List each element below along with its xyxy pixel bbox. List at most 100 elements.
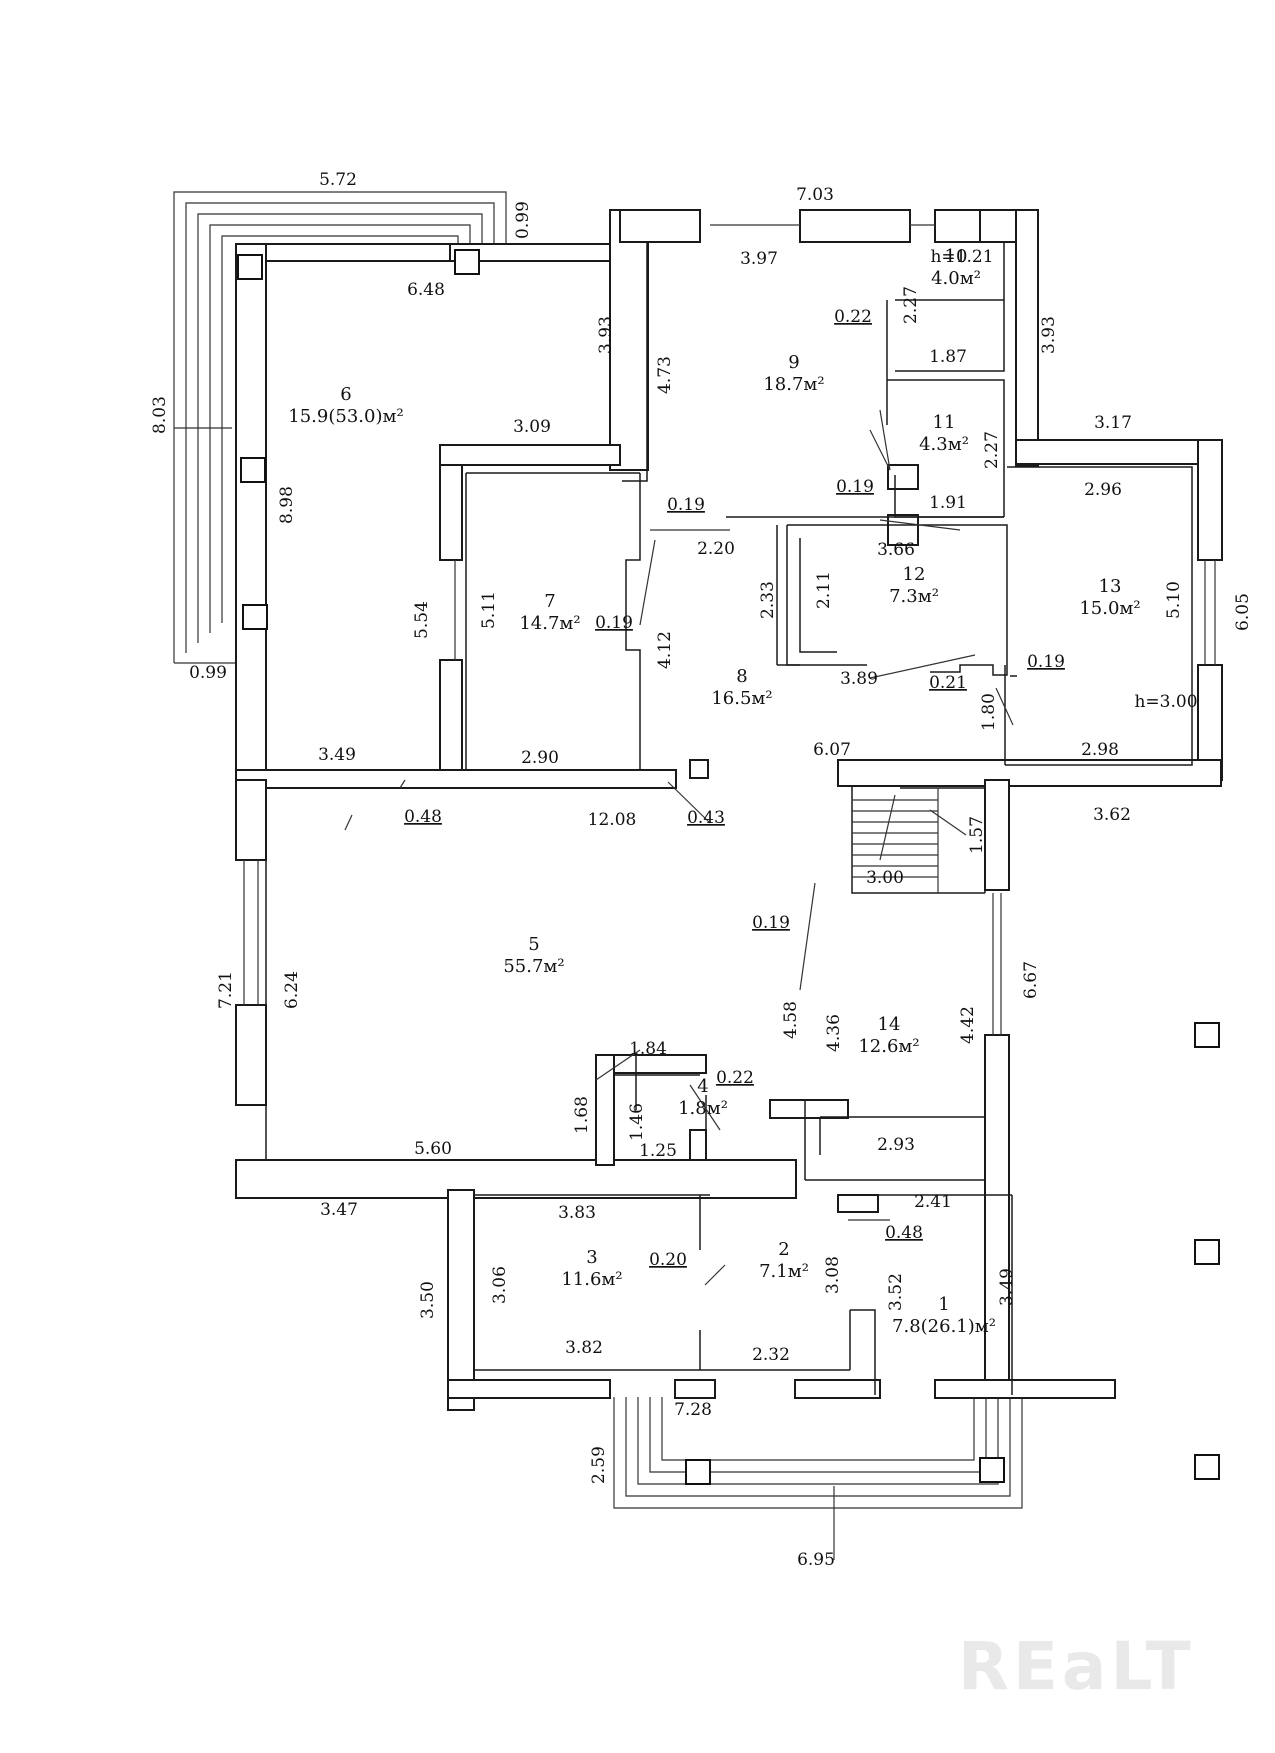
dimension-label: 3.66 [877,540,915,560]
dimension-label: 1.68 [572,1096,592,1134]
dimension-label: 6.95 [797,1550,835,1570]
room-label-11: 114.3м² [919,412,969,455]
dimension-label: 6.48 [407,280,445,300]
dimension-label: 3.47 [320,1200,358,1220]
room-number-1: 1 [938,1294,949,1315]
room-label-4: 41.8м² [678,1076,728,1119]
dimension-label: 0.20 [649,1250,687,1270]
dimension-label: 6.24 [282,971,302,1009]
dimension-label: 0.19 [595,613,633,633]
room-number-14: 14 [878,1014,901,1035]
dimension-label: 3.93 [1039,316,1059,354]
dimension-label: 2.93 [877,1135,915,1155]
dimension-label: 0.19 [836,477,874,497]
dimension-label: 5.60 [414,1139,452,1159]
room-number-9: 9 [788,352,799,373]
dimension-label: 12.08 [588,810,637,830]
dimension-label: 1.91 [929,493,967,513]
dimension-label: 3.50 [418,1281,438,1319]
room-number-7: 7 [544,591,555,612]
room-area-5: 55.7м² [503,956,564,977]
dimension-label: 2.27 [901,286,921,324]
room-labels: 17.8(26.1)м²27.1м²311.6м²41.8м²555.7м²61… [288,246,1197,1337]
dimension-label: 2.20 [697,539,735,559]
dimension-label: 0.48 [885,1223,923,1243]
dimension-label: 4.73 [655,356,675,394]
room-area-12: 7.3м² [889,586,939,607]
dimension-label: 2.33 [758,581,778,619]
dimension-label: 2.90 [521,748,559,768]
dimension-label: 4.12 [655,631,675,669]
room-area-14: 12.6м² [858,1036,919,1057]
dimension-label: 3.06 [490,1266,510,1304]
room-number-11: 11 [933,412,956,433]
dimension-label: 1.87 [929,347,967,367]
room-area-11: 4.3м² [919,434,969,455]
dimension-label: 0.19 [752,913,790,933]
room-area-4: 1.8м² [678,1098,728,1119]
room-area-8: 16.5м² [711,688,772,709]
dimension-label: 0.19 [1027,652,1065,672]
room-number-2: 2 [778,1239,789,1260]
dimension-label: 3.00 [866,868,904,888]
dimension-label: 4.36 [824,1014,844,1052]
room-area-9: 18.7м² [763,374,824,395]
ceiling-height-label: h=1.21 [930,247,993,267]
dimension-label: 0.48 [404,807,442,827]
dimension-label: 3.82 [565,1338,603,1358]
walls [235,209,1223,1411]
realt-watermark-logo: REaLT [958,1628,1195,1705]
dimension-label: 3.17 [1094,413,1132,433]
dimension-label: 0.21 [929,673,967,693]
room-number-12: 12 [903,564,926,585]
dimension-label: 1.25 [639,1141,677,1161]
room-label-1: 17.8(26.1)м² [892,1294,996,1337]
room-area-7: 14.7м² [519,613,580,634]
dimension-label: 1.84 [629,1039,667,1059]
dimension-label: 1.46 [627,1103,647,1141]
room-number-4: 4 [697,1076,708,1097]
terrace-outline-south [613,1397,1023,1509]
dimension-label: 2.41 [914,1192,952,1212]
room-number-5: 5 [528,934,539,955]
dimension-label: 6.67 [1021,961,1041,999]
dimension-label: 5.10 [1164,581,1184,619]
dimension-label: 0.22 [716,1068,754,1088]
dimension-label: 6.05 [1233,593,1253,631]
room-number-3: 3 [586,1247,597,1268]
room-label-5: 555.7м² [503,934,564,977]
dimension-label: 7.28 [674,1400,712,1420]
room-area-13: 15.0м² [1079,598,1140,619]
room-label-12: 127.3м² [889,564,939,607]
detail-lines [174,224,1216,1560]
room-number-10: 10 [945,246,968,267]
room-number-13: 13 [1099,576,1122,597]
dimension-label: 5.11 [479,591,499,629]
dimension-label: 4.58 [781,1001,801,1039]
dimension-label: 1.57 [967,816,987,854]
dimension-label: 2.96 [1084,480,1122,500]
dimension-label: 0.19 [667,495,705,515]
room-area-3: 11.6м² [561,1269,622,1290]
dimension-label: 5.72 [319,170,357,190]
room-label-3: 311.6м² [561,1247,622,1290]
room-label-6: 615.9(53.0)м² [288,384,403,427]
dimension-label: 3.62 [1093,805,1131,825]
room-number-8: 8 [736,666,747,687]
room-label-8: 816.5м² [711,666,772,709]
dimension-label: 0.43 [687,808,725,828]
dimension-label: 2.32 [752,1345,790,1365]
dimension-label: 3.89 [840,669,878,689]
room-number-6: 6 [340,384,351,405]
dimension-label: 0.99 [189,663,227,683]
room-label-7: 714.7м² [519,591,580,634]
dimension-label: 3.09 [513,417,551,437]
dimension-label: 8.03 [150,396,170,434]
dimension-label: 2.27 [982,431,1002,469]
dimension-label: 3.52 [886,1273,906,1311]
dimension-label: 2.11 [814,571,834,609]
room-area-2: 7.1м² [759,1261,809,1282]
dimension-label: 0.22 [834,307,872,327]
